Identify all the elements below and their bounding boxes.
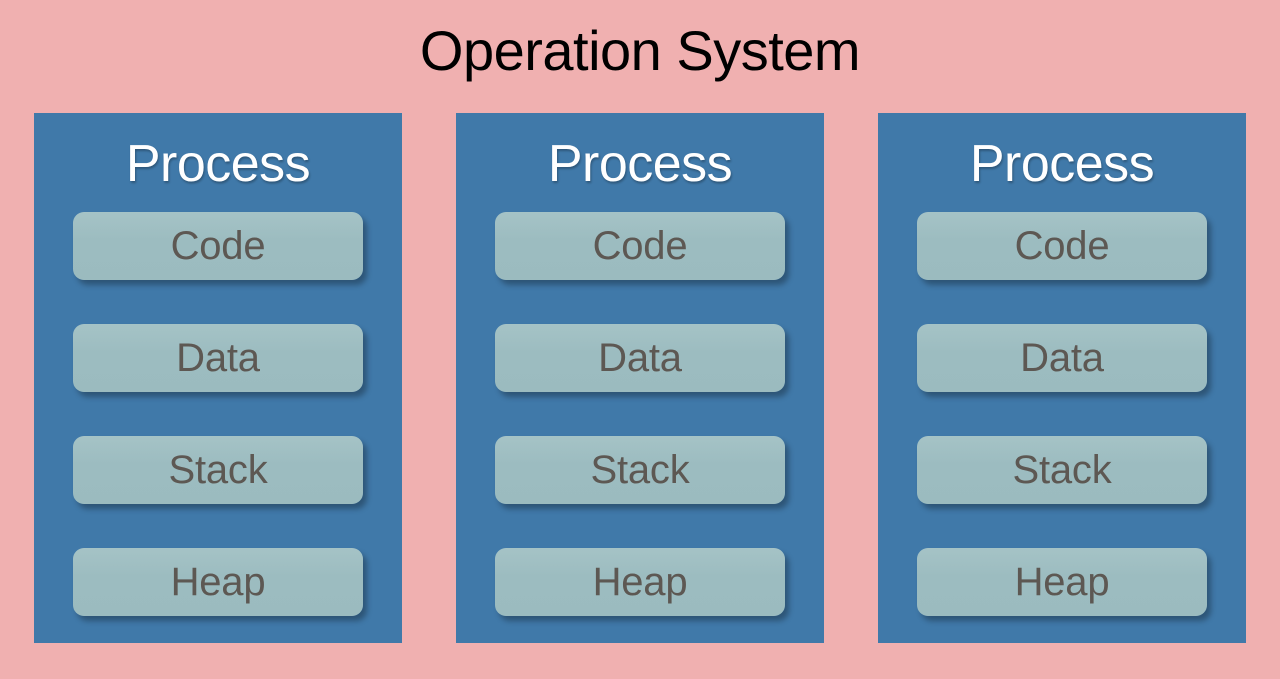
process-title: Process <box>125 135 311 193</box>
segment-label: Stack <box>590 448 690 492</box>
segment-label: Heap <box>1014 560 1110 604</box>
segment-label: Data <box>1020 336 1104 380</box>
segment-stack: Stack <box>917 436 1207 504</box>
segment-label: Code <box>1014 224 1110 268</box>
segment-label: Stack <box>1012 448 1112 492</box>
segment-list: Code Data Stack Heap <box>917 212 1207 616</box>
process-box-1: Process Code Data Stack Heap <box>34 113 402 643</box>
segment-code: Code <box>917 212 1207 280</box>
segment-label: Stack <box>168 448 268 492</box>
segment-code: Code <box>495 212 785 280</box>
process-box-2: Process Code Data Stack Heap <box>456 113 824 643</box>
segment-data: Data <box>73 324 363 392</box>
segment-label: Heap <box>170 560 266 604</box>
segment-label: Data <box>176 336 260 380</box>
process-box-3: Process Code Data Stack Heap <box>878 113 1246 643</box>
segment-list: Code Data Stack Heap <box>73 212 363 616</box>
segment-heap: Heap <box>73 548 363 616</box>
segment-code: Code <box>73 212 363 280</box>
segment-label: Code <box>592 224 688 268</box>
segment-label: Code <box>170 224 266 268</box>
segment-heap: Heap <box>917 548 1207 616</box>
process-title: Process <box>969 135 1155 193</box>
segment-label: Data <box>598 336 682 380</box>
page-title: Operation System <box>419 19 861 82</box>
segment-heap: Heap <box>495 548 785 616</box>
segment-stack: Stack <box>495 436 785 504</box>
segment-list: Code Data Stack Heap <box>495 212 785 616</box>
segment-label: Heap <box>592 560 688 604</box>
segment-data: Data <box>917 324 1207 392</box>
process-title: Process <box>547 135 733 193</box>
segment-stack: Stack <box>73 436 363 504</box>
segment-data: Data <box>495 324 785 392</box>
process-list: Process Code Data Stack Heap Process <box>34 113 1246 643</box>
